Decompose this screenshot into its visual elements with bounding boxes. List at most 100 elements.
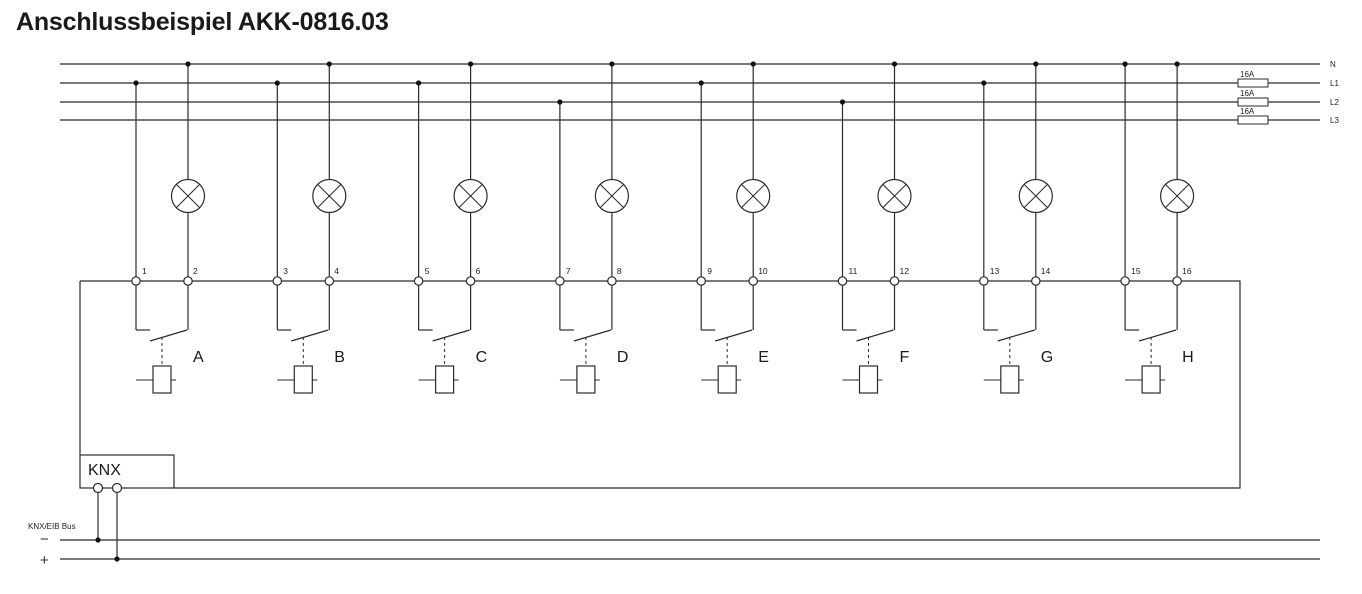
actuator-frame-right-bottom: [174, 280, 1241, 489]
diagram-title: Anschlussbeispiel AKK-0816.03: [16, 8, 389, 36]
terminal-number: 10: [758, 266, 768, 276]
switch-contact-blade: [1138, 329, 1177, 342]
terminal-number: 3: [283, 266, 288, 276]
switch-contact-blade: [573, 329, 612, 342]
supply-line-label: L1: [1330, 79, 1339, 88]
terminal-14: [1031, 276, 1041, 286]
junction-dot: [1033, 61, 1039, 67]
bus-minus-symbol: −: [40, 531, 49, 548]
terminal-number: 9: [707, 266, 712, 276]
fuse-rating: 16A: [1240, 70, 1255, 79]
switch-contact-blade: [149, 329, 188, 342]
lamp-cross-line: [882, 183, 907, 209]
terminal-12: [889, 276, 900, 286]
junction-dot: [981, 80, 987, 86]
junction-dot: [274, 80, 280, 86]
channel-label: D: [617, 349, 629, 366]
lamp-cross-line: [741, 183, 766, 209]
channel-label: G: [1041, 349, 1053, 366]
terminal-9: [696, 276, 706, 286]
terminal-number: 1: [142, 266, 147, 276]
terminal-10: [748, 276, 758, 286]
channel-label: A: [193, 349, 204, 366]
junction-dot: [114, 556, 120, 562]
terminal-number: 13: [990, 266, 1000, 276]
junction-dot: [750, 61, 756, 67]
terminal-number: 16: [1182, 266, 1192, 276]
terminal-7: [555, 276, 565, 286]
junction-dot: [609, 61, 615, 67]
knx-module-label: KNX: [88, 462, 121, 479]
relay-coil: [293, 365, 313, 394]
terminal-6: [465, 276, 476, 286]
knx-terminal-plus: [111, 482, 123, 494]
fuse-rating: 16A: [1240, 107, 1255, 116]
knx-bus-label: KNX/EIB Bus: [28, 522, 76, 531]
channel-label: H: [1182, 349, 1194, 366]
terminal-number: 5: [425, 266, 430, 276]
bus-plus-symbol: +: [40, 552, 49, 569]
terminal-15: [1120, 276, 1130, 286]
terminal-4: [324, 276, 335, 286]
terminal-5: [413, 276, 424, 286]
relay-coil: [717, 365, 737, 394]
lamp-cross-line: [1165, 183, 1190, 209]
relay-coil: [576, 365, 596, 394]
junction-dot: [95, 537, 101, 543]
junction-dot: [133, 80, 139, 86]
switch-contact-blade: [856, 329, 894, 342]
switch-contact-blade: [997, 329, 1035, 342]
terminal-number: 12: [900, 266, 910, 276]
lamp-cross-line: [1023, 183, 1048, 209]
relay-coil: [1000, 365, 1020, 394]
relay-coil: [1141, 365, 1161, 394]
relay-coil: [152, 365, 172, 394]
terminal-number: 15: [1131, 266, 1141, 276]
junction-dot: [326, 61, 332, 67]
terminal-11: [837, 276, 848, 286]
terminal-number: 2: [193, 266, 198, 276]
terminal-16: [1172, 276, 1182, 286]
terminal-number: 7: [566, 266, 571, 276]
lamp-cross-line: [599, 183, 624, 209]
terminal-3: [272, 276, 283, 286]
junction-dot: [1122, 61, 1128, 67]
supply-line-label: L3: [1330, 116, 1339, 125]
junction-dot: [416, 80, 422, 86]
channel-label: B: [334, 349, 345, 366]
relay-coil: [435, 365, 455, 394]
supply-line-label: L2: [1330, 98, 1339, 107]
switch-contact-blade: [432, 329, 470, 342]
terminal-number: 4: [334, 266, 339, 276]
junction-dot: [557, 99, 563, 105]
terminal-2: [183, 276, 193, 286]
supply-line-label: N: [1330, 60, 1336, 69]
terminal-number: 11: [849, 266, 858, 276]
channel-label: C: [476, 349, 488, 366]
lamp-cross-line: [175, 183, 201, 209]
terminal-8: [607, 276, 617, 286]
channel-label: F: [900, 349, 910, 366]
fuse-rating: 16A: [1240, 89, 1255, 98]
relay-coil: [858, 365, 879, 394]
switch-contact-blade: [291, 329, 329, 342]
junction-dot: [1174, 61, 1180, 67]
knx-terminal-minus: [92, 482, 104, 494]
junction-dot: [185, 61, 191, 67]
terminal-1: [131, 276, 141, 286]
junction-dot: [698, 80, 704, 86]
terminal-number: 6: [476, 266, 481, 276]
terminal-number: 14: [1041, 266, 1051, 276]
junction-dot: [468, 61, 474, 67]
lamp-cross-line: [317, 183, 342, 209]
lamp-cross-line: [458, 183, 483, 209]
knx-module: [79, 454, 175, 489]
junction-dot: [891, 61, 898, 67]
fuse-symbol: [1237, 97, 1269, 107]
terminal-number: 8: [617, 266, 622, 276]
terminal-13: [978, 276, 989, 286]
fuse-symbol: [1237, 115, 1269, 125]
channel-label: E: [758, 349, 769, 366]
switch-contact-blade: [715, 329, 753, 342]
